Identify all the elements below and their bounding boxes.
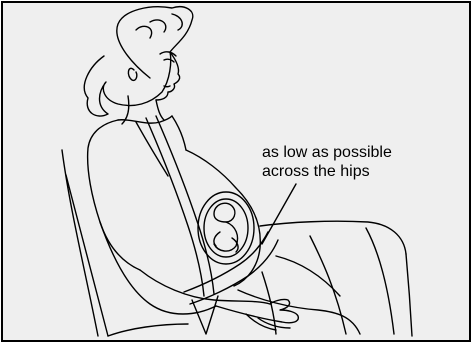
- hair-curl-2: [136, 26, 152, 38]
- skirt-fold-2: [276, 256, 340, 296]
- seat-cushion: [108, 324, 188, 336]
- shoulder-back: [88, 120, 140, 270]
- skirt-hem: [238, 290, 360, 334]
- baby-limb-1: [214, 232, 220, 246]
- shoulder-belt-edge-1: [146, 118, 204, 296]
- skirt-fold-3: [366, 228, 394, 334]
- eye: [164, 59, 174, 62]
- jacket-front: [172, 116, 186, 150]
- ear: [128, 68, 136, 80]
- annotation-line-2: across the hips: [262, 162, 370, 181]
- annotation-leader: [262, 184, 296, 244]
- annotation-line-1: as low as possible: [262, 143, 392, 162]
- finger-2: [246, 314, 276, 330]
- seat-back-outline-2: [66, 175, 108, 336]
- eyebrow: [160, 52, 176, 56]
- baby-body: [214, 222, 238, 251]
- jacket-inner: [136, 122, 168, 176]
- skirt-fold-1: [310, 236, 346, 334]
- hair-curl-3: [172, 14, 182, 30]
- womb-inner: [204, 199, 248, 257]
- shoulder-belt-edge-2: [156, 116, 214, 294]
- lap-belt-edge-1: [184, 232, 268, 292]
- hair-curl-1: [150, 20, 166, 32]
- forearm: [140, 270, 270, 304]
- hand: [216, 299, 298, 322]
- knee-front: [406, 254, 412, 336]
- mouth: [164, 86, 170, 87]
- baby-head: [214, 203, 235, 222]
- belly-outline: [186, 150, 260, 286]
- thigh-top: [260, 221, 406, 254]
